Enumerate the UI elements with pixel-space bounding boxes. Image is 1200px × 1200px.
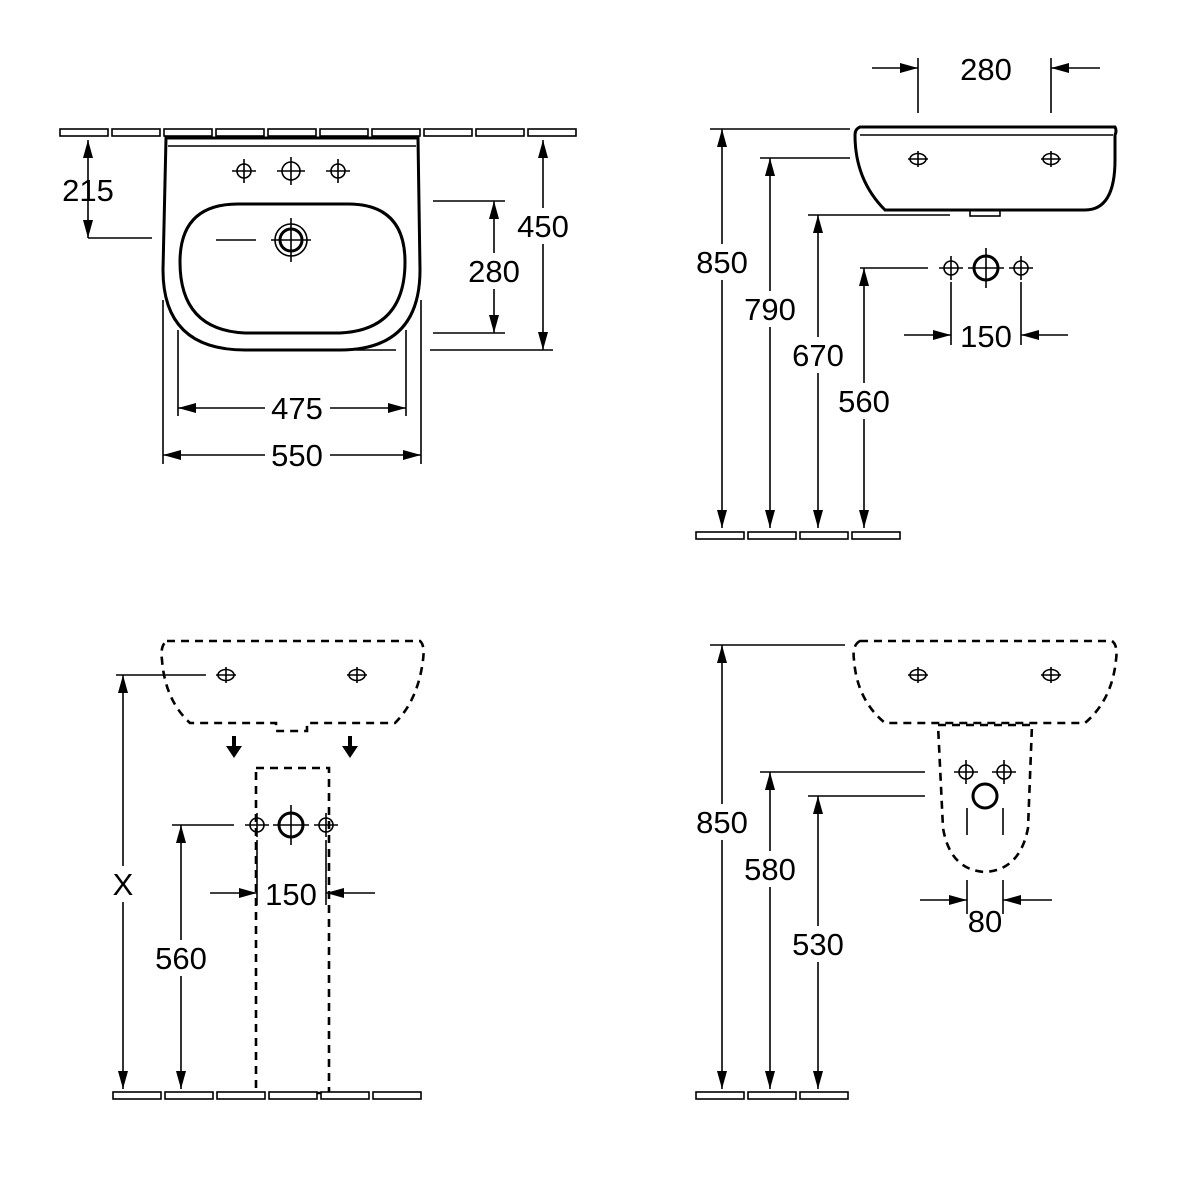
dim-variable-height: X bbox=[100, 675, 146, 1089]
dim-label: 150 bbox=[960, 319, 1012, 354]
dim-label: 475 bbox=[271, 391, 323, 426]
dim-label: X bbox=[113, 867, 134, 902]
pedestal-dashed-outline bbox=[254, 766, 331, 1095]
basin-outline bbox=[161, 136, 422, 352]
supply-hole-icon bbox=[991, 759, 1017, 785]
dim-total-depth: 450 bbox=[430, 140, 576, 351]
tap-hole-main-icon bbox=[277, 157, 305, 185]
dim-label: 215 bbox=[62, 173, 114, 208]
dim-supply-height: 560 bbox=[832, 268, 896, 528]
dim-label: 560 bbox=[838, 384, 890, 419]
supply-pipes-icon bbox=[172, 805, 339, 845]
fixing-hole-icon bbox=[907, 150, 929, 168]
dim-supply-height: 580 bbox=[738, 771, 925, 1089]
fixing-hole-icon bbox=[215, 666, 237, 684]
arrow-down-icon bbox=[342, 736, 358, 758]
dim-total-width: 550 bbox=[162, 300, 422, 473]
wall-line bbox=[59, 128, 577, 137]
dim-bowl-width: 475 bbox=[177, 330, 407, 426]
top-view: 215 450 280 4 bbox=[59, 128, 577, 473]
pedestal-view: 150 X 560 bbox=[100, 639, 425, 1100]
bowl-outline bbox=[178, 202, 407, 335]
floor-line bbox=[695, 1091, 849, 1100]
floor-line bbox=[112, 1091, 422, 1100]
dim-label: 150 bbox=[265, 877, 317, 912]
dim-label: 80 bbox=[968, 904, 1002, 939]
fixing-hole-icon bbox=[907, 666, 929, 684]
dim-underside-height: 670 bbox=[786, 214, 950, 528]
front-view: 280 150 850 bbox=[690, 52, 1118, 540]
dim-waste-spacing: 80 bbox=[920, 880, 1052, 939]
floor-line bbox=[695, 531, 901, 540]
tap-hole-icon bbox=[231, 158, 257, 184]
dim-label: 670 bbox=[792, 338, 844, 373]
semi-pedestal-dashed-outline bbox=[936, 723, 1034, 874]
arrow-down-icon bbox=[226, 736, 242, 758]
basin-front-outline bbox=[853, 125, 1118, 212]
dim-rim-height: 850 bbox=[690, 644, 845, 1089]
fixing-hole-icon bbox=[1040, 666, 1062, 684]
dim-label: 560 bbox=[155, 941, 207, 976]
dim-waste-height: 530 bbox=[786, 795, 925, 1089]
supply-pipes-icon bbox=[860, 248, 1034, 288]
dim-label: 280 bbox=[960, 52, 1012, 87]
dim-label: 580 bbox=[744, 852, 796, 887]
dim-label: 790 bbox=[744, 292, 796, 327]
dim-fixing-spacing: 280 bbox=[872, 52, 1100, 113]
dim-supply-spacing: 150 bbox=[210, 840, 375, 912]
waste-pipe-icon bbox=[966, 782, 1004, 835]
dim-label: 280 bbox=[468, 254, 520, 289]
semi-pedestal-view: 80 850 580 530 bbox=[690, 639, 1118, 1100]
dim-rim-height: 850 bbox=[690, 128, 850, 528]
dim-bowl-depth: 280 bbox=[433, 200, 526, 334]
dim-label: 550 bbox=[271, 438, 323, 473]
fixing-hole-icon bbox=[346, 666, 368, 684]
fixing-hole-icon bbox=[1040, 150, 1062, 168]
dim-label: 850 bbox=[696, 805, 748, 840]
dim-label: 450 bbox=[517, 209, 569, 244]
dim-fixing-height: 790 bbox=[738, 157, 850, 528]
dim-supply-spacing: 150 bbox=[904, 282, 1068, 354]
tap-hole-icon bbox=[325, 158, 351, 184]
dim-label: 850 bbox=[696, 245, 748, 280]
dim-depth-back: 215 bbox=[62, 140, 152, 239]
dim-label: 530 bbox=[792, 927, 844, 962]
dim-supply-height: 560 bbox=[149, 825, 213, 1089]
waste-outlet-icon bbox=[216, 218, 311, 262]
supply-hole-icon bbox=[953, 759, 979, 785]
basin-dashed-outline bbox=[160, 639, 425, 733]
basin-dashed-outline bbox=[852, 639, 1118, 725]
